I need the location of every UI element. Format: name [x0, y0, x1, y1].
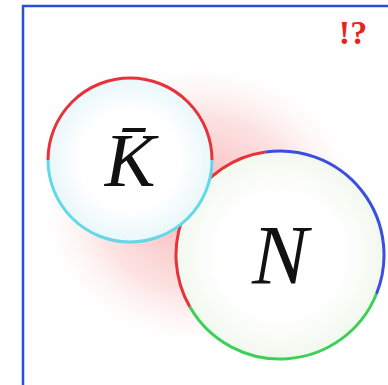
- frame-border: [23, 6, 388, 385]
- exclamation-label: !?: [339, 14, 367, 52]
- circle-node: K̄: [45, 75, 215, 245]
- particle-symbol: K̄: [105, 117, 156, 204]
- particle-symbol: N: [252, 207, 308, 304]
